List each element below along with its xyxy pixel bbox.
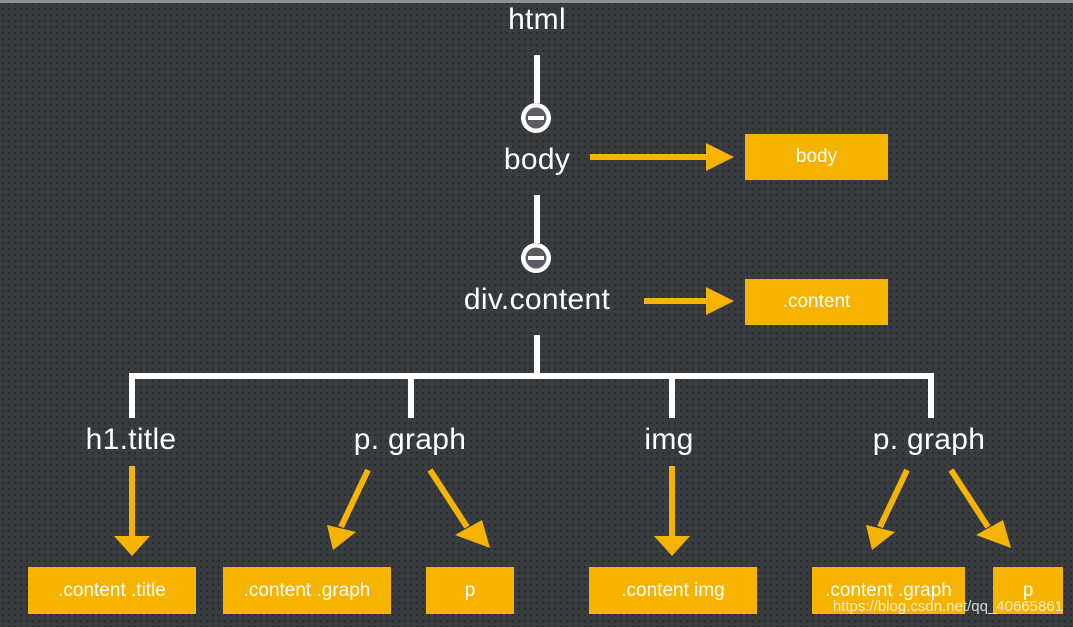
arrow-graph2-right [948, 468, 1011, 548]
top-border [0, 0, 1073, 3]
node-img: img [644, 423, 694, 456]
arrow-h1-title-down [114, 466, 150, 556]
selector-box-content-graph-2: .content .graph [812, 567, 965, 614]
selector-box-content-graph: .content .graph [223, 567, 391, 614]
collapse-minus-icon [521, 103, 551, 133]
node-h1-title: h1.title [85, 423, 177, 456]
selector-box-p: p [426, 567, 514, 614]
arrow-graph1-right [427, 468, 490, 548]
watermark-url: https://blog.csdn.net/qq_40665861 [832, 598, 1063, 615]
selector-box-p-2: p [993, 567, 1063, 614]
node-body: body [503, 143, 571, 176]
selector-box-body: body [745, 134, 888, 180]
selector-box-content-img: .content img [589, 567, 757, 614]
node-p-graph-1: p. graph [353, 423, 467, 456]
node-p-graph-2: p. graph [872, 423, 986, 456]
node-html: html [508, 3, 566, 36]
arrow-body-to-selector [590, 143, 734, 171]
collapse-minus-icon [521, 243, 551, 273]
arrow-div-to-selector [644, 287, 734, 315]
selector-box-content: .content [745, 279, 888, 325]
arrow-graph1-left [327, 468, 371, 550]
arrow-graph2-left [866, 468, 910, 550]
selector-box-content-title: .content .title [28, 567, 196, 614]
arrow-img-down [654, 466, 690, 556]
node-div-content: div.content [463, 283, 611, 316]
